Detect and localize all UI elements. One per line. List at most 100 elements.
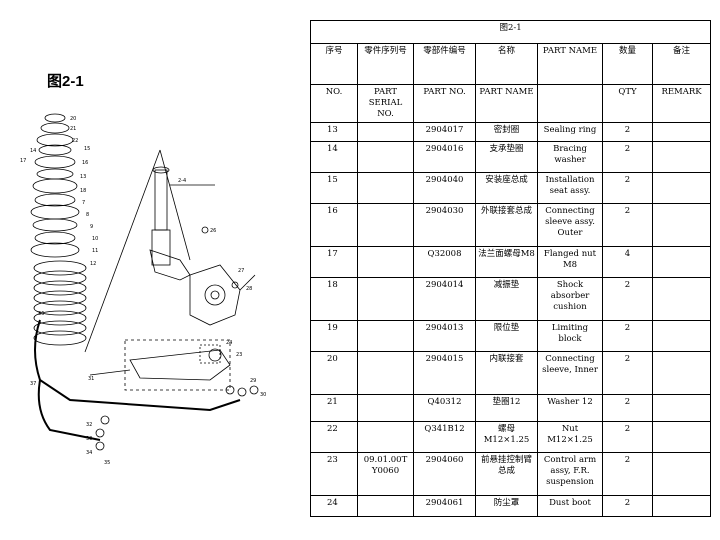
no-cell: 20 — [310, 351, 358, 395]
svg-text:36: 36 — [38, 311, 44, 317]
header-en-part-no: PART NO. — [413, 84, 476, 123]
name-en-cell: Flanged nut M8 — [537, 246, 603, 278]
name-en-cell: Nut M12×1.25 — [537, 421, 603, 453]
remark-cell — [651, 452, 712, 496]
svg-text:31: 31 — [88, 376, 94, 382]
remark-cell — [651, 320, 712, 352]
remark-cell — [651, 141, 712, 173]
no-cell: 13 — [310, 122, 358, 142]
header-cn-remark: 备注 — [651, 43, 712, 85]
name-en-cell: Shock absorber cushion — [537, 277, 603, 321]
qty-cell: 2 — [602, 452, 653, 496]
serial-cell — [357, 495, 414, 517]
part-no-cell: 2904061 — [413, 495, 476, 517]
svg-text:23: 23 — [236, 352, 242, 358]
svg-text:26: 26 — [210, 228, 216, 234]
header-cn-serial: 零件序列号 — [357, 43, 414, 85]
no-cell: 15 — [310, 172, 358, 204]
qty-cell: 2 — [602, 277, 653, 321]
serial-cell — [357, 172, 414, 204]
svg-text:15: 15 — [84, 146, 90, 152]
remark-cell — [651, 246, 712, 278]
part-no-cell: 2904060 — [413, 452, 476, 496]
no-cell: 24 — [310, 495, 358, 517]
svg-text:27: 27 — [238, 268, 244, 274]
name-cn-cell: 前悬挂控制臂总成 — [475, 452, 538, 496]
name-en-cell: Control arm assy, F.R. suspension — [537, 452, 603, 496]
header-cn-part-name: PART NAME — [537, 43, 603, 85]
name-en-cell: Installation seat assy. — [537, 172, 603, 204]
upper-mount-stack — [30, 113, 80, 258]
qty-cell: 4 — [602, 246, 653, 278]
name-cn-cell: 垫圈12 — [475, 394, 538, 422]
svg-text:16: 16 — [82, 160, 88, 166]
coil-spring — [33, 260, 87, 346]
qty-cell: 2 — [602, 141, 653, 173]
no-cell: 16 — [310, 203, 358, 247]
svg-text:17: 17 — [20, 158, 26, 164]
svg-text:8: 8 — [86, 212, 89, 218]
qty-cell: 2 — [602, 351, 653, 395]
name-cn-cell: 密封圈 — [475, 122, 538, 142]
svg-text:29: 29 — [250, 378, 256, 384]
svg-text:35: 35 — [104, 460, 110, 466]
svg-text:13: 13 — [80, 174, 86, 180]
header-en-qty: QTY — [602, 84, 653, 123]
svg-text:24: 24 — [226, 340, 232, 346]
serial-cell — [357, 246, 414, 278]
svg-text:12: 12 — [90, 261, 96, 267]
hardware — [95, 226, 259, 451]
header-cn-qty: 数量 — [602, 43, 653, 85]
name-en-cell: Washer 12 — [537, 394, 603, 422]
header-cn-no: 序号 — [310, 43, 358, 85]
name-cn-cell: 限位垫 — [475, 320, 538, 352]
serial-cell — [357, 320, 414, 352]
suspension-exploded-diagram: 20 21 22 14 15 17 16 13 18 7 8 9 10 11 1… — [20, 113, 266, 466]
qty-cell: 2 — [602, 122, 653, 142]
part-no-cell: 2904017 — [413, 122, 476, 142]
serial-cell — [357, 394, 414, 422]
table-title: 图2-1 — [309, 20, 712, 44]
svg-text:30: 30 — [260, 392, 266, 398]
no-cell: 19 — [310, 320, 358, 352]
header-en-name: PART NAME — [475, 84, 538, 123]
qty-cell: 2 — [602, 203, 653, 247]
callouts: 20 21 22 14 15 17 16 13 18 7 8 9 10 11 1… — [20, 116, 266, 466]
header-row-cn: 序号 零件序列号 零部件编号 名称 PART NAME 数量 备注 — [310, 43, 712, 85]
svg-text:14: 14 — [30, 148, 36, 154]
name-cn-cell: 螺母M12×1.25 — [475, 421, 538, 453]
no-cell: 23 — [310, 452, 358, 496]
header-en-serial: PART SERIAL NO. — [357, 84, 414, 123]
qty-cell: 2 — [602, 421, 653, 453]
qty-cell: 2 — [602, 394, 653, 422]
remark-cell — [651, 495, 712, 517]
name-en-cell: Bracing washer — [537, 141, 603, 173]
part-no-cell: 2904014 — [413, 277, 476, 321]
no-cell: 17 — [310, 246, 358, 278]
header-en-part-name — [537, 84, 603, 123]
no-cell: 22 — [310, 421, 358, 453]
svg-text:2-4: 2-4 — [178, 178, 186, 184]
name-cn-cell: 减振垫 — [475, 277, 538, 321]
serial-cell — [357, 277, 414, 321]
svg-text:22: 22 — [72, 138, 78, 144]
serial-cell — [357, 122, 414, 142]
qty-cell: 2 — [602, 172, 653, 204]
svg-text:32: 32 — [86, 422, 92, 428]
name-en-cell: Connecting sleeve assy. Outer — [537, 203, 603, 247]
part-no-cell: Q40312 — [413, 394, 476, 422]
svg-text:34: 34 — [86, 450, 92, 456]
svg-text:33: 33 — [86, 436, 92, 442]
remark-cell — [651, 203, 712, 247]
remark-cell — [651, 394, 712, 422]
name-cn-cell: 法兰面螺母M8 — [475, 246, 538, 278]
name-en-cell: Dust boot — [537, 495, 603, 517]
